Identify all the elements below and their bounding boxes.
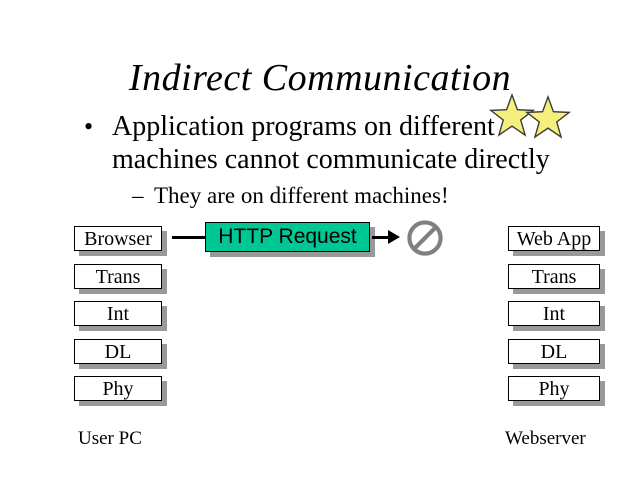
stack-box-browser: Browser (74, 226, 162, 251)
slide-title: Indirect Communication (128, 57, 512, 99)
connector-line-browser-to-message (172, 236, 205, 239)
stack-box-trans-right: Trans (508, 264, 600, 289)
stack-box-dl-left: DL (74, 339, 162, 364)
bullet-level-2: – They are on different machines! (132, 182, 552, 210)
star-icon (525, 95, 571, 139)
stack-box-trans-left: Trans (74, 264, 162, 289)
stack-box-phy-right: Phy (508, 376, 600, 401)
bullet-marker: • (84, 112, 94, 141)
caption-user-pc: User PC (78, 428, 142, 449)
bullet-text: They are on different machines! (154, 183, 449, 208)
stack-box-int-right: Int (508, 301, 600, 326)
message-box-http-request: HTTP Request (205, 222, 370, 252)
caption-webserver: Webserver (505, 428, 586, 449)
stack-box-dl-right: DL (508, 339, 600, 364)
arrow-shaft-to-blocked (372, 236, 390, 239)
arrow-head-to-blocked (388, 230, 400, 244)
bullet-marker: – (132, 183, 144, 208)
star-icon (489, 93, 535, 137)
bullet-text: Application programs on different machin… (112, 111, 550, 175)
stack-box-int-left: Int (74, 301, 162, 326)
no-entry-icon (407, 220, 443, 256)
bullet-level-1: • Application programs on different mach… (84, 110, 554, 176)
stack-box-web-app: Web App (508, 226, 600, 251)
stack-box-phy-left: Phy (74, 376, 162, 401)
